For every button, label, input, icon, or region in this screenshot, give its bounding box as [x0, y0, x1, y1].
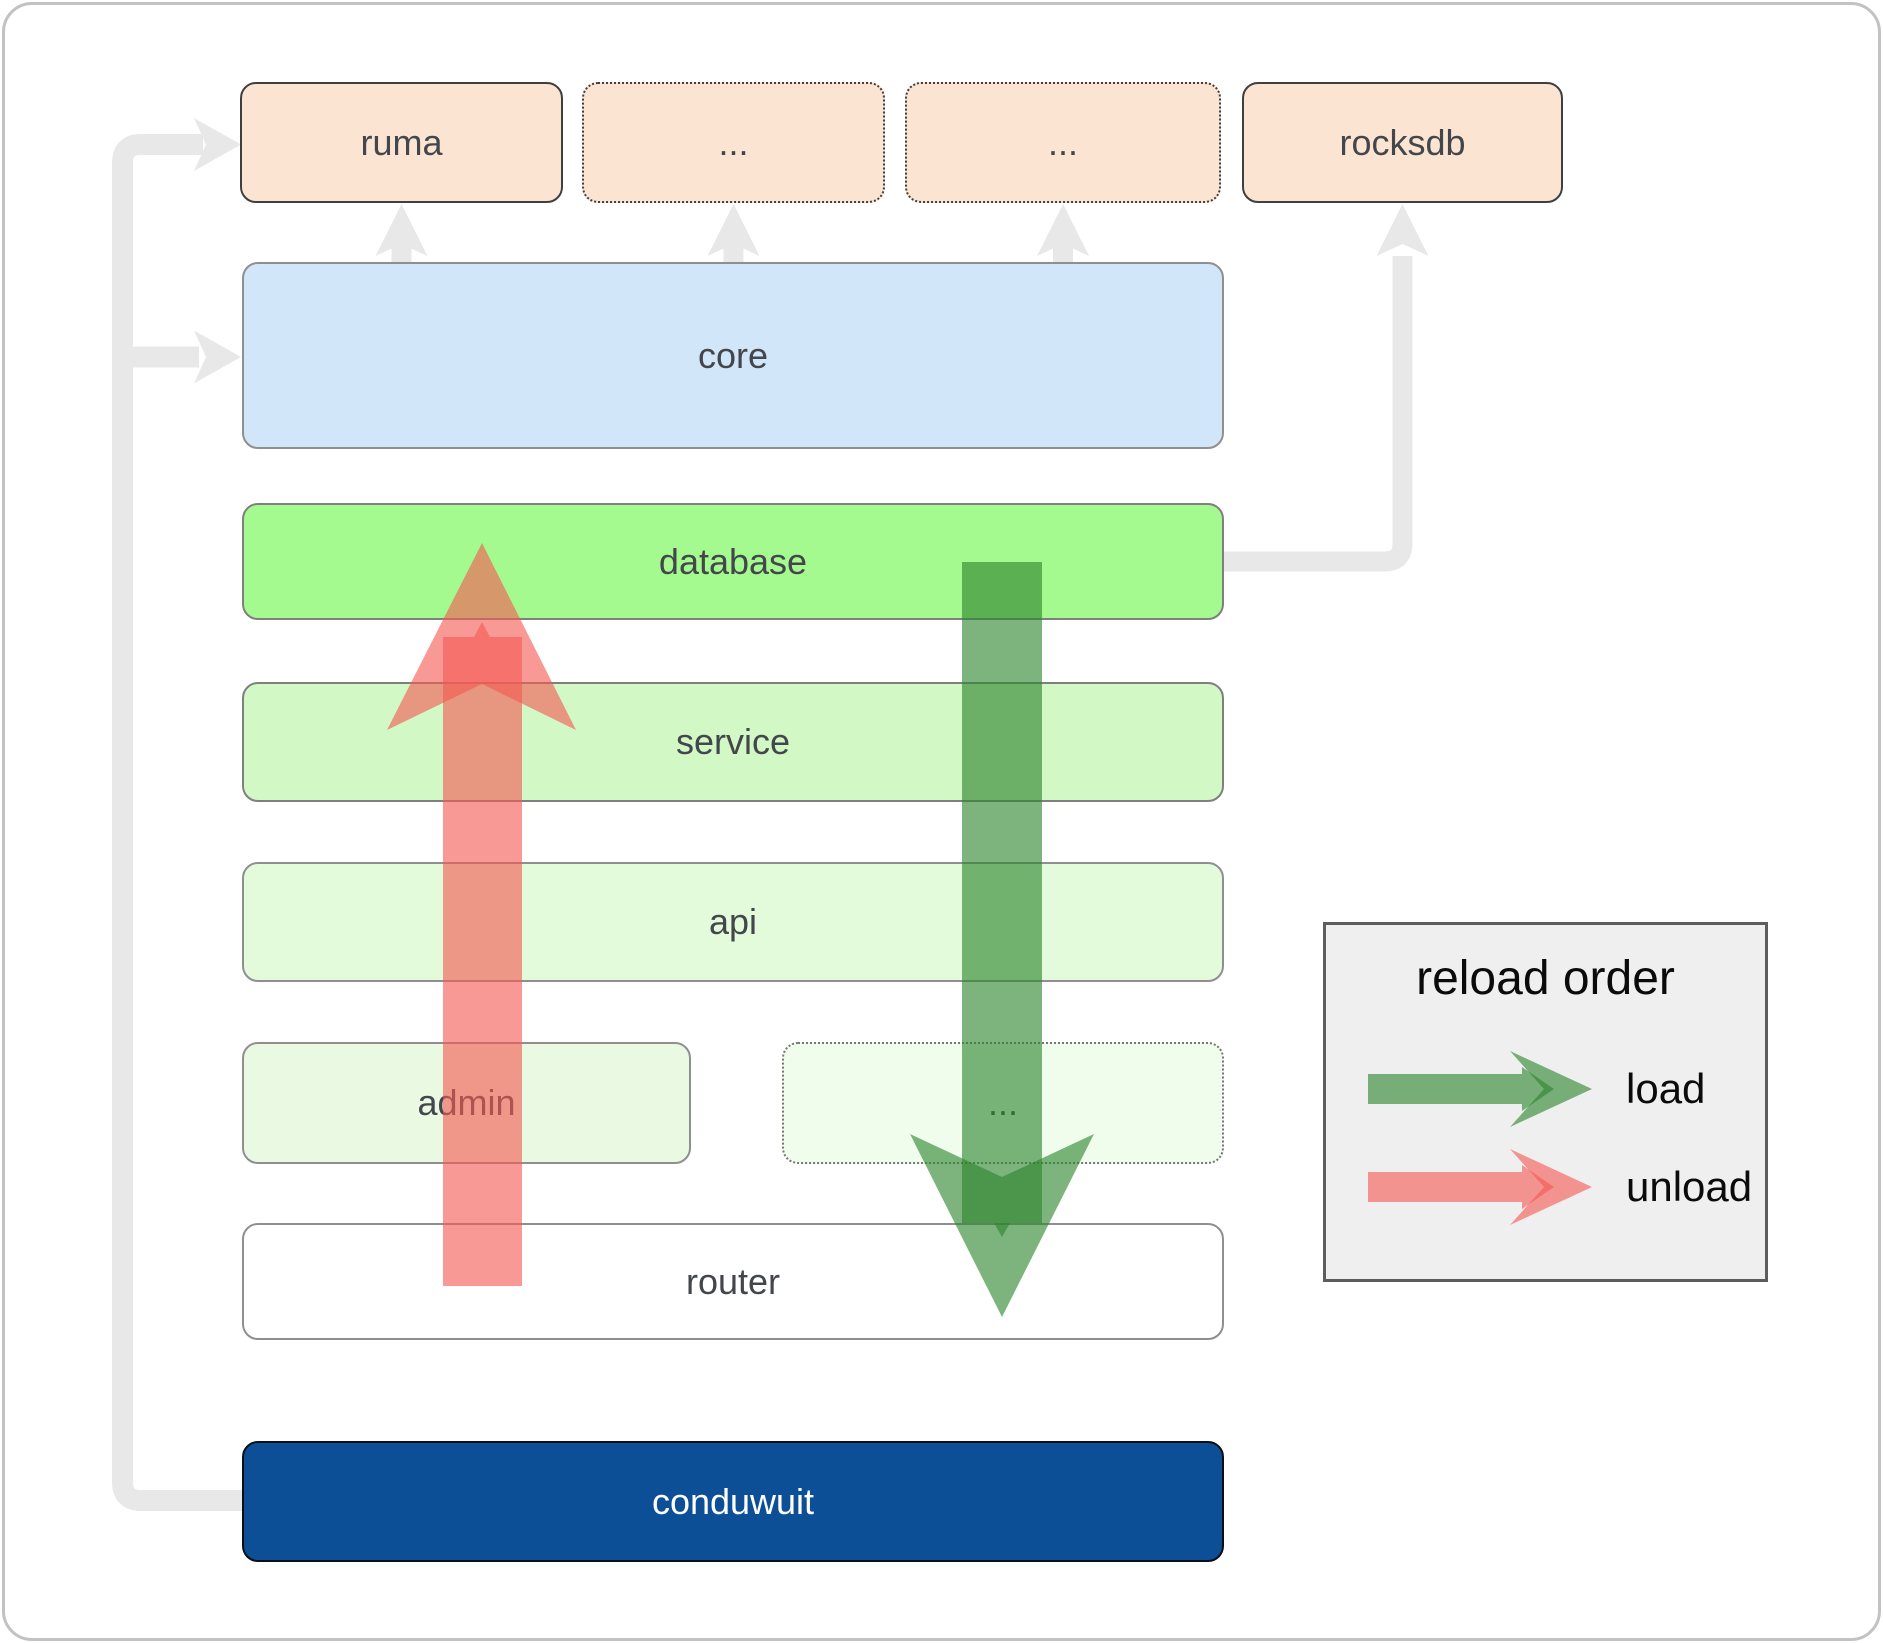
node-top-dots-2: ...: [905, 82, 1221, 203]
arrowhead-into-core-icon: [194, 330, 241, 384]
node-top-dots-1-label: ...: [718, 121, 749, 163]
legend-title: reload order: [1416, 952, 1675, 1005]
node-service-label: service: [675, 721, 791, 762]
node-admin-label: admin: [417, 1082, 516, 1123]
node-router: router: [242, 1223, 1224, 1340]
unload-arrow-icon: [1368, 1149, 1592, 1225]
load-arrow-icon: [1368, 1051, 1592, 1127]
arrowhead-core-ruma-icon: [375, 204, 428, 256]
node-core-label: core: [697, 334, 769, 376]
node-ruma: ruma: [240, 82, 563, 203]
legend: reload order load unload: [1323, 922, 1768, 1282]
edge-conduwuit-trunk: [112, 134, 242, 1511]
legend-load-label: load: [1626, 1065, 1706, 1112]
node-api-label: api: [708, 901, 758, 942]
node-admin-dots: ...: [782, 1042, 1224, 1164]
edge-database-rocksdb: [1224, 256, 1413, 572]
node-database-label: database: [658, 540, 808, 582]
arrowhead-core-dots1-icon: [707, 204, 760, 256]
node-admin: admin: [242, 1042, 691, 1164]
legend-unload-label: unload: [1626, 1163, 1753, 1210]
node-conduwuit: conduwuit: [242, 1441, 1224, 1562]
node-rocksdb-label: rocksdb: [1339, 121, 1466, 163]
node-top-dots-1: ...: [582, 82, 885, 203]
node-service: service: [242, 682, 1224, 802]
node-rocksdb: rocksdb: [1242, 82, 1563, 203]
arrowhead-into-ruma-icon: [194, 118, 241, 171]
node-admin-dots-label: ...: [987, 1082, 1018, 1123]
node-conduwuit-label: conduwuit: [651, 1480, 815, 1522]
node-api: api: [242, 862, 1224, 982]
node-top-dots-2-label: ...: [1047, 121, 1078, 163]
node-database: database: [242, 503, 1224, 620]
node-core: core: [242, 262, 1224, 449]
node-router-label: router: [685, 1260, 781, 1302]
arrowhead-into-rocksdb-icon: [1376, 204, 1429, 256]
arrowhead-core-dots2-icon: [1037, 204, 1089, 256]
node-ruma-label: ruma: [360, 121, 443, 163]
